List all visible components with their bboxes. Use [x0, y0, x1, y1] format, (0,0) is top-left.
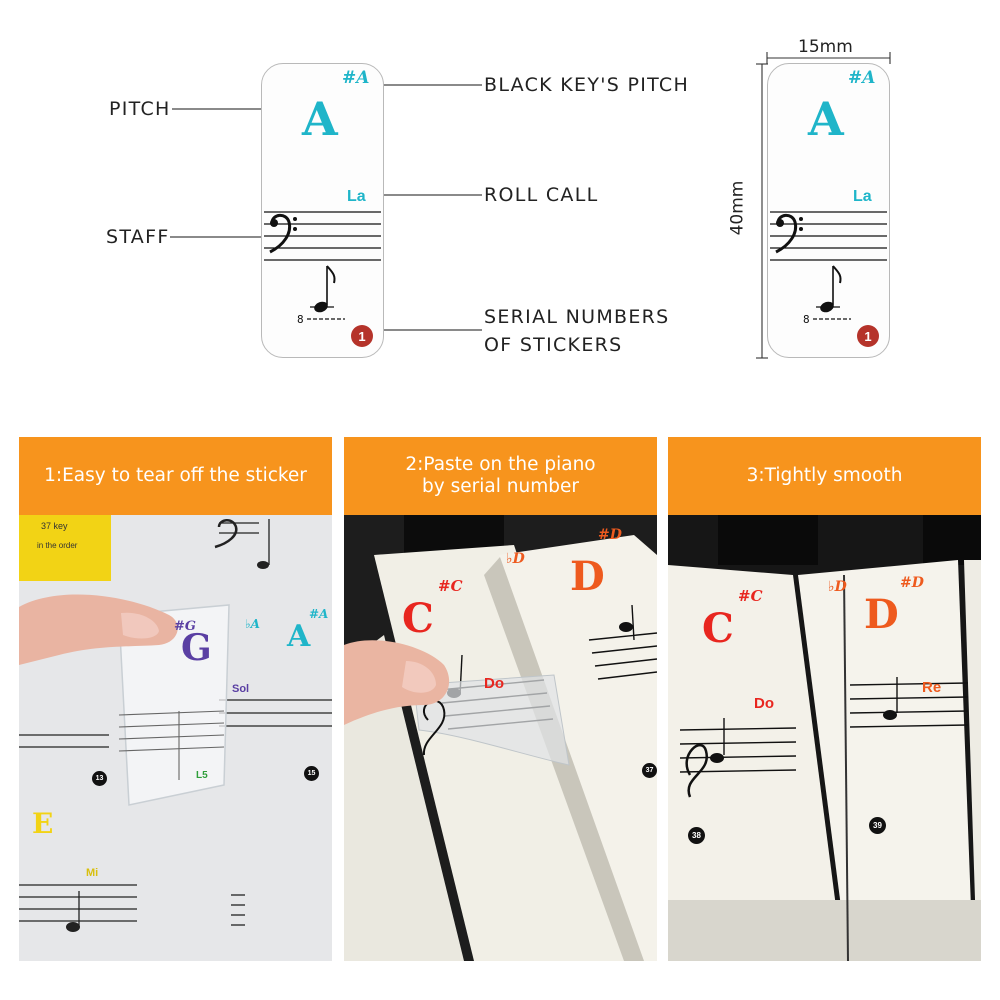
- mi-label: Mi: [86, 867, 99, 879]
- c-sharp-label: #C: [438, 577, 463, 595]
- bass-staff: [264, 211, 381, 313]
- step-banner-2: 2:Paste on the piano by serial number: [344, 437, 657, 515]
- d-sharp-label: #D: [598, 527, 622, 543]
- pitch-letter-right: A: [808, 92, 844, 146]
- serial-13: 13: [92, 771, 107, 786]
- c-letter-3: C: [702, 605, 734, 652]
- step-3-text: 3:Tightly smooth: [746, 465, 903, 486]
- c-sharp-label-3: #C: [738, 587, 763, 605]
- a-sharp-label: #A: [309, 607, 329, 621]
- step-photo-3: #C C ♭D #D D Do Re 38 39: [668, 515, 981, 961]
- step-panel-2: 2:Paste on the piano by serial number: [344, 437, 657, 961]
- d-flat-label-3: ♭D: [828, 579, 847, 595]
- d-flat-label: ♭D: [506, 551, 525, 567]
- re-label-3: Re: [922, 679, 942, 696]
- octave-marking: 8: [297, 313, 304, 326]
- dimension-lines: [756, 52, 891, 359]
- do-label: Do: [484, 675, 504, 692]
- piano-keys-3: [668, 515, 981, 961]
- height-dimension: 40mm: [727, 180, 748, 236]
- pitch-label: PITCH: [109, 98, 171, 120]
- roll-call-text: La: [347, 188, 366, 205]
- do-label-3: Do: [754, 695, 774, 712]
- step-photo-2: #C C ♭D #D D Do 37: [344, 515, 657, 961]
- serial-37: 37: [642, 763, 657, 778]
- d-letter: D: [570, 553, 605, 600]
- width-dimension: 15mm: [798, 37, 853, 57]
- yellow-tab-sub: in the order: [37, 541, 78, 550]
- c-letter: C: [402, 595, 434, 642]
- octave-marking-right: 8: [803, 313, 810, 326]
- roll-call-text-right: La: [853, 188, 872, 205]
- sticker-left: #A A La 8 1: [261, 63, 384, 358]
- bass-staff-right: [770, 211, 887, 313]
- a-flat-label: ♭A: [245, 617, 260, 631]
- d-letter-3: D: [864, 591, 899, 638]
- g-sharp-label: #G: [174, 619, 196, 634]
- step-2-line1: 2:Paste on the piano: [405, 454, 596, 475]
- step-photo-1: 37 key in the order: [19, 515, 332, 961]
- serial-badge-right: 1: [857, 325, 879, 347]
- black-key-pitch: #A: [342, 68, 370, 88]
- a-letter: A: [287, 619, 311, 654]
- pitch-letter: A: [302, 92, 338, 146]
- serial-badge: 1: [351, 325, 373, 347]
- sol-label: Sol: [232, 683, 250, 695]
- serial-l5: L5: [196, 770, 208, 781]
- black-key-pitch-label: BLACK KEY'S PITCH: [484, 74, 690, 96]
- step-2-lines: 2:Paste on the piano by serial number: [405, 454, 595, 498]
- serial-numbers-label-line1: SERIAL NUMBERS: [484, 306, 670, 328]
- staff-label: STAFF: [106, 226, 170, 248]
- sheet-artwork: [19, 519, 332, 932]
- serial-numbers-label-line2: OF STICKERS: [484, 334, 623, 356]
- step-1-text: 1:Easy to tear off the sticker: [44, 465, 307, 486]
- step-panel-3: 3:Tightly smooth: [668, 437, 981, 961]
- octave-dashes: [307, 318, 345, 320]
- serial-15: 15: [304, 766, 319, 781]
- step-2-line2: by serial number: [422, 476, 579, 497]
- d-sharp-label-3: #D: [900, 575, 924, 591]
- leader-lines: [170, 84, 482, 331]
- black-key-pitch-right: #A: [848, 68, 876, 88]
- step-panel-1: 1:Easy to tear off the sticker 37 key in…: [19, 437, 332, 961]
- yellow-tab-title: 37 key: [41, 521, 68, 531]
- roll-call-label: ROLL CALL: [484, 184, 599, 206]
- piano-keys-2: [344, 515, 657, 961]
- g-letter: G: [181, 627, 212, 669]
- sticker-right: #A A La 8 1: [767, 63, 890, 358]
- serial-38: 38: [688, 827, 705, 844]
- e-letter: E: [32, 807, 54, 840]
- serial-39: 39: [869, 817, 886, 834]
- yellow-instruction-tab: 37 key in the order: [19, 515, 111, 581]
- octave-dashes-right: [813, 318, 851, 320]
- step-banner-3: 3:Tightly smooth: [668, 437, 981, 515]
- step-banner-1: 1:Easy to tear off the sticker: [19, 437, 332, 515]
